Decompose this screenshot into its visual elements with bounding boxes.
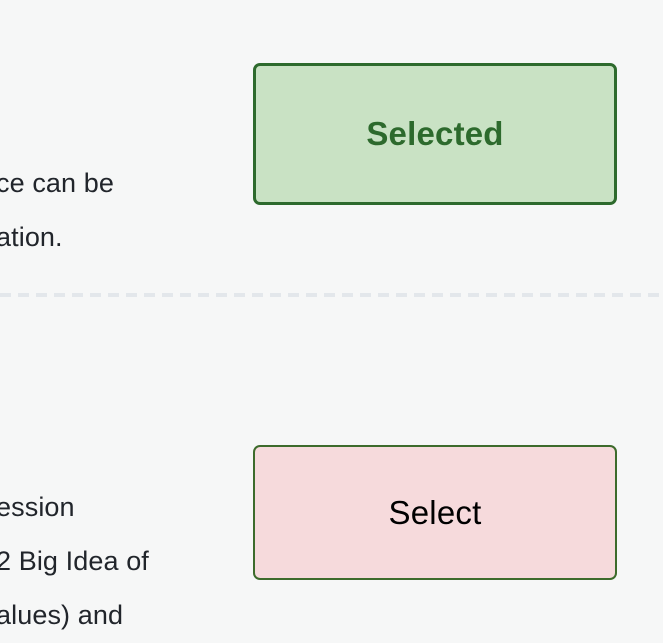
selected-button[interactable]: Selected: [253, 63, 617, 205]
description-line: ession: [0, 492, 75, 522]
item-description: ession 2 Big Idea of alues) and: [0, 480, 246, 642]
description-line: ce can be: [0, 168, 114, 198]
list-item: ession 2 Big Idea of alues) and Select: [0, 298, 663, 643]
item-description: ce can be ation.: [0, 156, 246, 264]
description-line: alues) and: [0, 600, 124, 630]
description-line: ation.: [0, 222, 63, 252]
list-item: ce can be ation. Selected: [0, 0, 663, 294]
list-divider: [0, 293, 663, 297]
select-button[interactable]: Select: [253, 445, 617, 580]
description-line: 2 Big Idea of: [0, 546, 149, 576]
